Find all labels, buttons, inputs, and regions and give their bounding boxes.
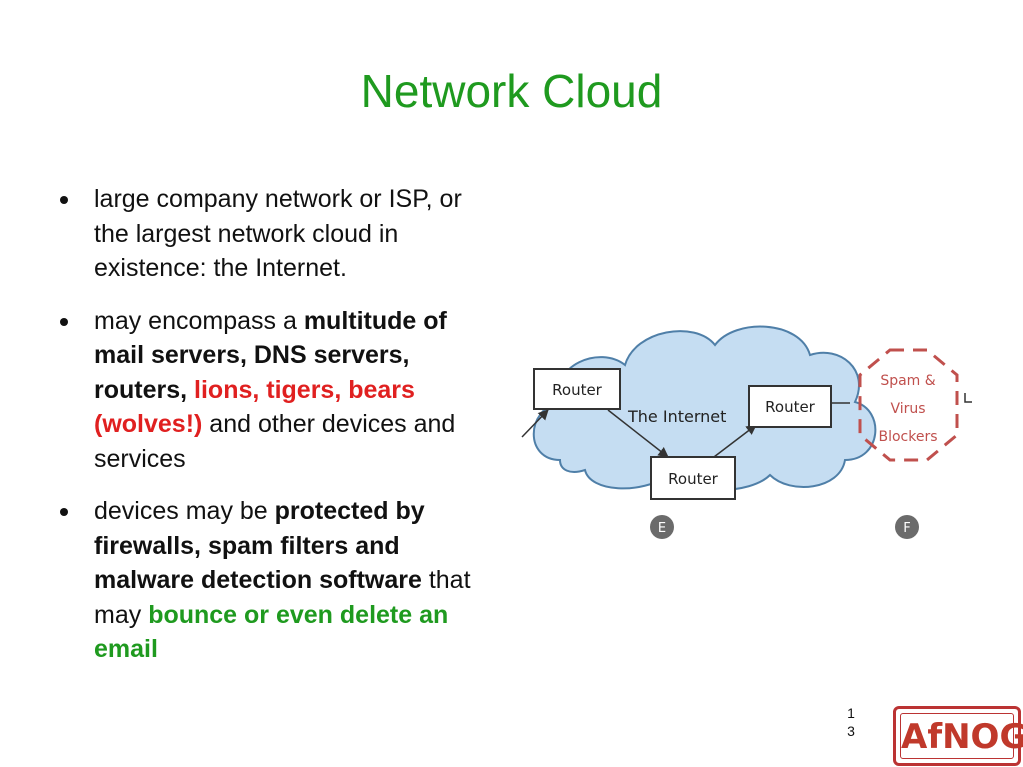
network-diagram: The Internet Router Router Router Spam &… — [521, 325, 972, 539]
spam-virus-blockers: Spam & Virus Blockers — [858, 348, 959, 462]
bullet-bold-text: multitude of mail servers, DNS servers, … — [94, 306, 447, 404]
page-number-line-2: 3 — [847, 723, 855, 739]
router-bottom: Router — [650, 456, 736, 500]
router-left-label: Router — [552, 381, 603, 399]
router-bottom-label: Router — [668, 470, 719, 488]
node-f: F — [895, 515, 919, 539]
bullet-text: that may — [94, 566, 471, 629]
page-number: 1 3 — [843, 704, 859, 740]
bullet-item: may encompass a multitude of mail server… — [56, 304, 501, 477]
blocker-line-2: Virus — [890, 401, 925, 417]
cloud-label: The Internet — [627, 407, 726, 426]
node-e-label: E — [658, 521, 666, 536]
router-right-label: Router — [765, 398, 816, 416]
link-left-in — [521, 409, 549, 438]
link-blocker-stub — [964, 393, 972, 403]
bullet-dot — [60, 196, 68, 204]
link-left-to-bottom — [607, 409, 669, 458]
blocker-line-3: Blockers — [878, 429, 937, 445]
bullet-green-text: bounce or even delete an email — [94, 600, 449, 664]
bullet-red-text: lions, tigers, bears (wolves!) — [94, 375, 415, 439]
afnog-logo: AfNOG — [893, 706, 1023, 766]
router-left: Router — [533, 368, 621, 410]
blocker-line-1: Spam & — [880, 373, 935, 389]
bullet-dot — [60, 317, 68, 326]
bullet-text: large company network or ISP, or the lar… — [94, 185, 462, 282]
bullet-text: may encompass a — [94, 306, 304, 335]
bullet-item: large company network or ISP, or the lar… — [56, 182, 501, 286]
slide-title: Network Cloud — [360, 65, 663, 117]
bullet-item: devices may be protected by firewalls, s… — [56, 494, 501, 667]
bullet-text: and other devices and services — [94, 410, 456, 473]
node-e: E — [650, 515, 674, 539]
bullet-dot — [60, 508, 68, 516]
page-number-line-1: 1 — [847, 705, 855, 721]
link-bottom-to-right — [709, 424, 757, 461]
node-f-label: F — [903, 521, 910, 536]
bullet-list: large company network or ISP, or the lar… — [56, 182, 501, 685]
bullet-bold-text: protected by firewalls, spam filters and… — [94, 497, 425, 594]
bullet-text: devices may be — [94, 497, 275, 525]
afnog-logo-text: AfNOG — [900, 713, 1023, 759]
router-right: Router — [748, 385, 832, 428]
